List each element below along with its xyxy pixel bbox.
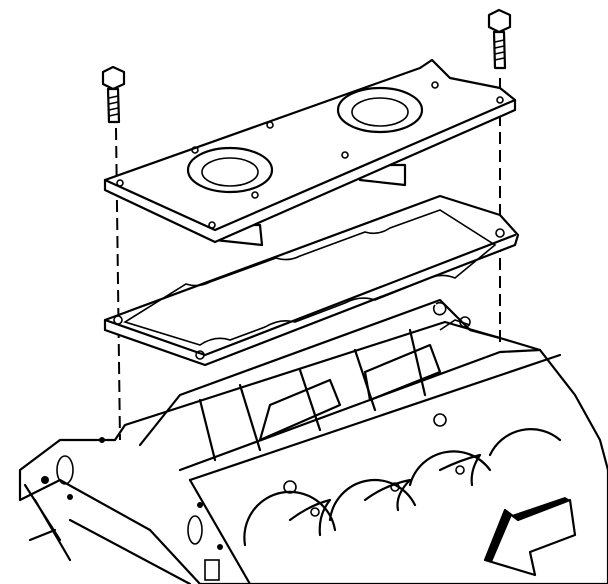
valley-cover	[103, 58, 517, 247]
engine-block	[18, 298, 608, 584]
alignment-line-left	[115, 127, 121, 441]
bolt-left-icon	[101, 65, 126, 124]
bolt-right-icon	[487, 8, 512, 70]
valley-cover-gasket	[103, 194, 520, 367]
direction-arrow-icon	[483, 497, 577, 577]
